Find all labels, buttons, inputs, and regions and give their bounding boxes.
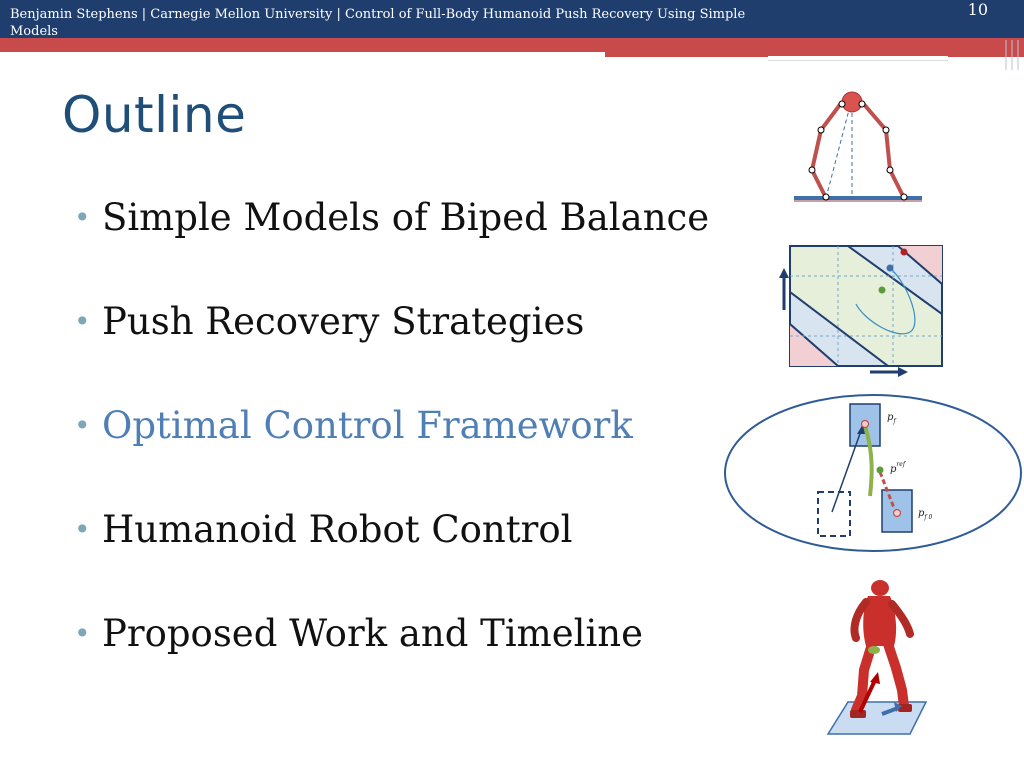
header-white-strip [768,56,948,61]
outline-item-label: Humanoid Robot Control [102,508,573,551]
outline-item-label: Proposed Work and Timeline [102,612,644,655]
svg-text:pref: pref [890,461,907,475]
label-p-ref-sup: ref [896,461,906,468]
label-p-f-sub: f [892,418,897,425]
header-accent-tail [605,52,1024,57]
outline-list: • Simple Models of Biped Balance • Push Re… [74,190,734,710]
outline-item: • Push Recovery Strategies [74,294,734,398]
outline-item: • Proposed Work and Timeline [74,606,734,710]
label-p-f0-sub: f 0 [923,514,932,521]
outline-item-label: Simple Models of Biped Balance [102,196,710,239]
outline-item-label: Optimal Control Framework [102,404,633,447]
label-p-ref: p [890,464,897,475]
bullet-icon: • [74,305,91,338]
slide-title: Outline [62,86,247,144]
footstep-diagram: pf pref pf 0 [724,394,1022,552]
header-text: Benjamin Stephens | Carnegie Mellon Univ… [10,7,746,39]
phase-plane-diagram [779,245,943,377]
header-accent-band [0,38,1024,52]
header-bar: Benjamin Stephens | Carnegie Mellon Univ… [0,0,1024,40]
bullet-icon: • [74,513,91,546]
bullet-icon: • [74,201,91,234]
header-decoration-lines [1005,40,1019,70]
page-number: 10 [967,0,988,19]
biped-model-diagram [794,91,922,202]
svg-text:pf: pf [887,412,897,425]
label-p-f: p [887,412,894,423]
bullet-icon: • [74,409,91,442]
bullet-icon: • [74,617,91,650]
outline-item: • Humanoid Robot Control [74,502,734,606]
outline-item-current: • Optimal Control Framework [74,398,734,502]
outline-item: • Simple Models of Biped Balance [74,190,734,294]
humanoid-robot-illustration [826,580,928,735]
outline-item-label: Push Recovery Strategies [102,300,585,343]
svg-text:pf 0: pf 0 [918,508,933,521]
label-p-f0: p [918,508,925,519]
